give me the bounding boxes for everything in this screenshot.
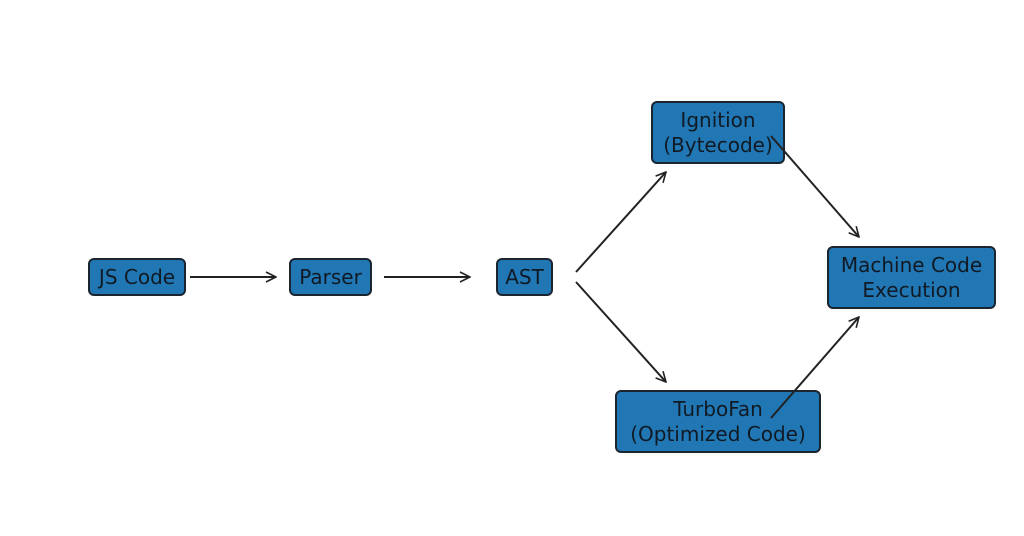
node-js-code-label: JS Code [98, 264, 176, 289]
node-ignition-line1: Ignition [680, 107, 756, 132]
node-js-code: JS Code [88, 258, 186, 296]
node-ast-label: AST [505, 264, 544, 289]
node-parser: Parser [289, 258, 372, 296]
node-ast: AST [496, 258, 553, 296]
edge-turbofan-to-machine-code [770, 317, 859, 419]
node-machine-code-line2: Execution [862, 277, 961, 302]
node-turbofan: TurboFan (Optimized Code) [615, 390, 821, 453]
edge-ast-to-turbofan [575, 281, 666, 382]
node-ignition-line2: (Bytecode) [663, 132, 773, 157]
node-turbofan-line2: (Optimized Code) [630, 421, 806, 446]
node-machine-code: Machine Code Execution [827, 246, 996, 309]
edge-ignition-to-machine-code [770, 135, 859, 237]
edge-ast-to-ignition [575, 172, 666, 273]
node-turbofan-line1: TurboFan [673, 396, 763, 421]
node-parser-label: Parser [299, 264, 362, 289]
node-machine-code-line1: Machine Code [840, 252, 983, 277]
node-ignition: Ignition (Bytecode) [651, 101, 785, 164]
